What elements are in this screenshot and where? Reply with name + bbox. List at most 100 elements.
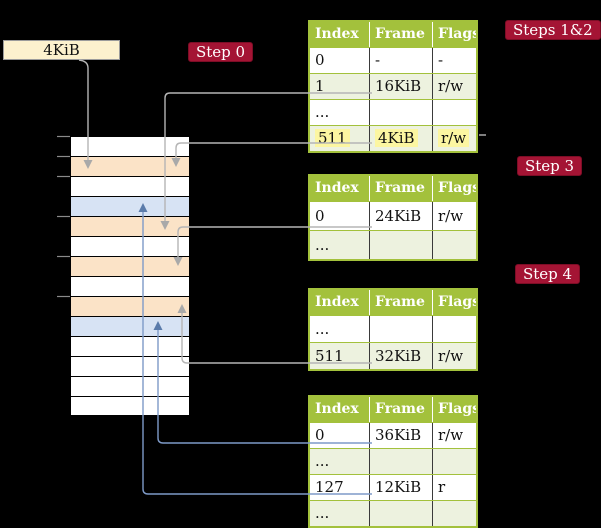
page-table-entry-row: ... — [310, 315, 476, 342]
page-table-cell — [432, 501, 476, 526]
highlighted-value: r/w — [438, 129, 470, 147]
memory-frame-empty — [71, 237, 189, 257]
page-table-cell: r/w — [432, 126, 476, 151]
page-table-cell: 32KiB — [369, 343, 432, 369]
page-table-cell: r/w — [432, 423, 476, 448]
page-table-cell — [369, 501, 432, 526]
page-table-cell: 1 — [310, 74, 369, 99]
memory-frame-empty — [71, 377, 189, 397]
page-table-cell: ... — [310, 501, 369, 526]
cell-value: r/w — [438, 77, 464, 95]
page-table-entry-row: 0 24KiB r/w — [310, 201, 476, 230]
cell-value: - — [375, 51, 381, 69]
cell-value: 511 — [315, 347, 344, 365]
page-table-cell: 12KiB — [369, 475, 432, 500]
badge-step-0: Step 0 — [188, 42, 254, 62]
page-table-entry-row: 0 - - — [310, 47, 476, 73]
cell-value: 12KiB — [375, 478, 422, 496]
page-table-cell: ... — [310, 100, 369, 125]
cell-value: r/w — [438, 347, 464, 365]
page-table-cell: 0 — [310, 202, 369, 230]
column-header-frame: Frame — [369, 22, 432, 47]
memory-frame-empty — [71, 337, 189, 357]
column-header-flags: Flags — [432, 22, 476, 47]
memory-tick-marks — [57, 135, 70, 298]
cell-value: 24KiB — [375, 207, 422, 225]
page-table-cell — [369, 449, 432, 474]
cell-value: r/w — [438, 426, 464, 444]
highlighted-value: 511 — [315, 129, 350, 147]
cell-value: ... — [315, 103, 330, 121]
badge-steps-1-2: Steps 1&2 — [505, 20, 601, 40]
page-table-cell: r/w — [432, 202, 476, 230]
column-header-index: Index — [315, 26, 359, 42]
page-table-cell: r/w — [432, 343, 476, 369]
page-table-cell: ... — [310, 449, 369, 474]
column-header-flags: Flags — [432, 290, 476, 315]
badge-step-3: Step 3 — [517, 156, 583, 176]
page-table-cell — [369, 316, 432, 342]
memory-frame-empty — [71, 137, 189, 157]
page-table-cell: 24KiB — [369, 202, 432, 230]
page-table-cell — [369, 231, 432, 259]
page-table-cell: r — [432, 475, 476, 500]
column-header-index: Index — [315, 401, 359, 417]
cell-value: 0 — [315, 51, 325, 69]
page-table-cell: - — [432, 48, 476, 73]
cell-value: ... — [315, 320, 330, 338]
badge-step-4: Step 4 — [515, 264, 581, 284]
page-table-entry-row: 0 36KiB r/w — [310, 422, 476, 448]
page-table-cell: ... — [310, 231, 369, 259]
page-table-entry-row: ... — [310, 230, 476, 259]
page-table-cell: 127 — [310, 475, 369, 500]
page-table-cell — [432, 100, 476, 125]
memory-frame-empty — [71, 177, 189, 197]
column-header-index: Index — [315, 294, 359, 310]
page-table-cell — [432, 316, 476, 342]
column-header-flags: Flags — [432, 397, 476, 422]
page-table-entry-row: 511 32KiB r/w — [310, 342, 476, 369]
highlighted-value: 4KiB — [375, 129, 418, 147]
cell-value: ... — [315, 504, 330, 522]
memory-frame-datapage — [71, 197, 189, 217]
memory-frame-empty — [71, 277, 189, 297]
page-table-cell: 0 — [310, 48, 369, 73]
page-table-cell: 0 — [310, 423, 369, 448]
page-table-entry-row: ... — [310, 448, 476, 474]
cell-value: ... — [315, 452, 330, 470]
memory-frame-datapage — [71, 317, 189, 337]
page-table-cell: - — [369, 48, 432, 73]
page-table-entry-row: 511 4KiB r/w — [310, 125, 476, 151]
memory-frame-empty — [71, 357, 189, 377]
memory-frame-pagetable — [71, 217, 189, 237]
cell-value: 16KiB — [375, 77, 422, 95]
page-table-cell — [369, 100, 432, 125]
column-header-frame: Frame — [369, 290, 432, 315]
cell-value: 1 — [315, 77, 325, 95]
page-table-cell: 16KiB — [369, 74, 432, 99]
physical-memory-stack — [70, 136, 190, 416]
cell-value: - — [438, 51, 444, 69]
page-table-entry-row: ... — [310, 500, 476, 526]
memory-frame-empty — [71, 397, 189, 415]
page-table-entry-row: ... — [310, 99, 476, 125]
cell-value: r — [438, 478, 446, 496]
column-header-index: Index — [315, 180, 359, 196]
cell-value: 36KiB — [375, 426, 422, 444]
cell-value: 0 — [315, 426, 325, 444]
page-table-entry-row: 1 16KiB r/w — [310, 73, 476, 99]
page-table-cell: ... — [310, 316, 369, 342]
cell-value: 0 — [315, 207, 325, 225]
page-table-entry-row: 127 12KiB r — [310, 474, 476, 500]
column-header-flags: Flags — [432, 176, 476, 201]
page-table-cell: 511 — [310, 126, 369, 151]
page-table-cell — [432, 449, 476, 474]
page-table-cell — [432, 231, 476, 259]
